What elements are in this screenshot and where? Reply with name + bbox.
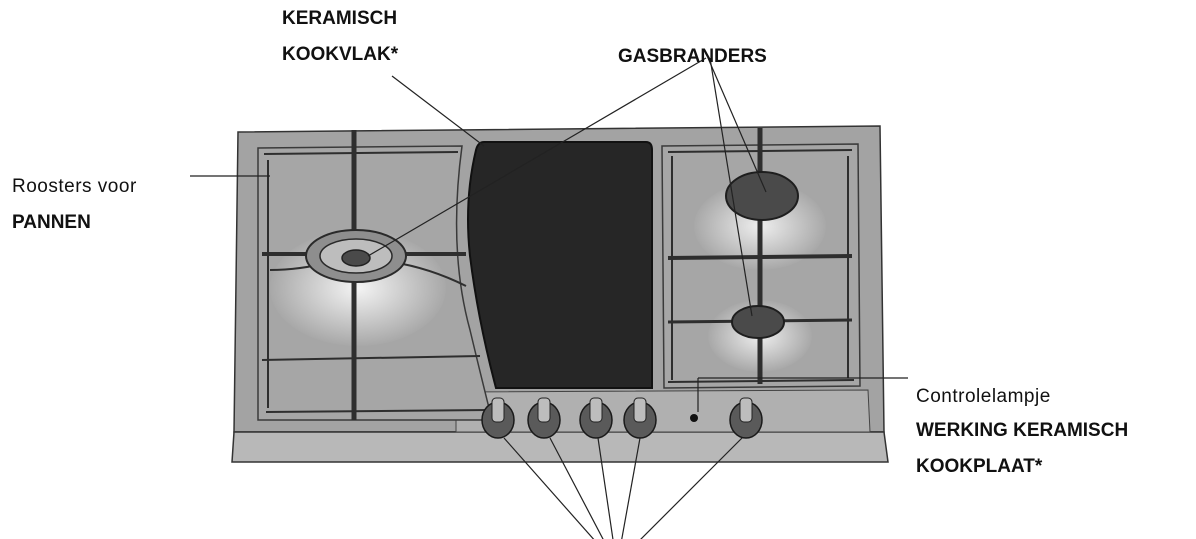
rear-right-burner-cap [726,172,798,220]
label-lamp-line2: WERKING KERAMISCH [916,416,1128,446]
label-pan-grid-line2: PANNEN [12,208,91,238]
label-ceramic-line2: KOOKVLAK* [282,40,398,70]
label-lamp-line1: Controlelampje [916,382,1051,412]
left-gas-burner [306,230,406,282]
ceramic-cooking-zone [468,142,652,388]
label-pan-grid-line1: Roosters voor [12,172,137,202]
indicator-lamp [690,414,698,422]
left-burner-zone [258,146,492,420]
label-lamp-line3: KOOKPLAAT* [916,452,1042,482]
left-burner-cap [342,250,370,266]
front-right-burner-cap [732,306,784,338]
label-gas-burners: GASBRANDERS [618,42,767,72]
label-ceramic-line1: KERAMISCH [282,4,397,34]
